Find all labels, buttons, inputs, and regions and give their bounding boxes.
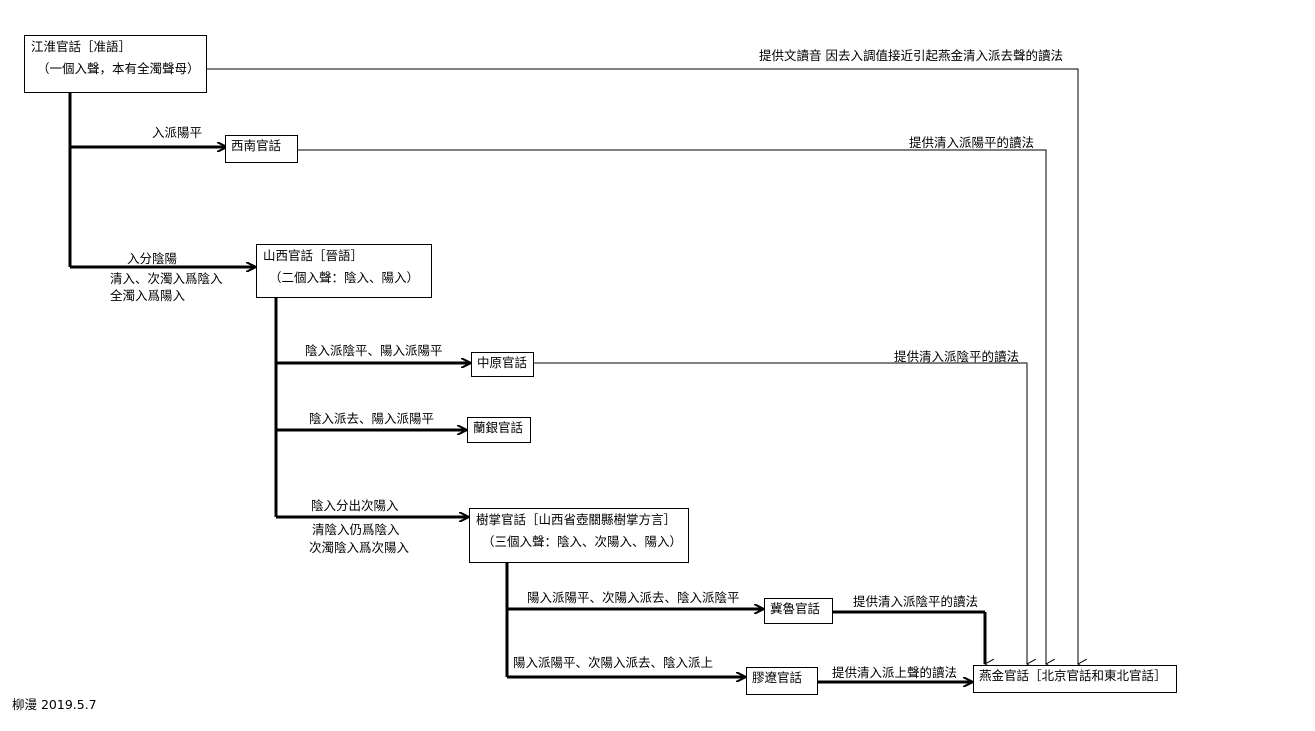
edge-label-zhongyuan-to-yanjin: 提供清入派陰平的讀法 [894, 349, 1020, 364]
edge-label-to-jilu: 陽入派陽平、次陽入派去、陰入派陰平 [527, 590, 740, 605]
arrow-xinan-to-yanjin [297, 149, 1046, 664]
node-shuzhang-sub: （三個入聲：陰入、次陽入、陽入） [482, 534, 683, 549]
node-jianghuai-sub: （一個入聲，本有全濁聲母） [37, 61, 200, 76]
edge-label-to-shanxi-1: 入分陰陽 [127, 251, 178, 266]
node-zhongyuan: 中原官話 [471, 352, 534, 377]
edge-label-to-jiaoliao: 陽入派陽平、次陽入派去、陰入派上 [513, 655, 714, 670]
edge-label-to-zhongyuan: 陰入派陰平、陽入派陽平 [305, 343, 443, 358]
edge-label-jilu-to-yanjin: 提供清入派陰平的讀法 [853, 594, 979, 609]
node-jiaoliao-title: 膠遼官話 [752, 670, 803, 685]
edge-label-to-shuzhang-1: 陰入分出次陽入 [311, 498, 399, 513]
edge-label-to-shanxi-2: 清入、次濁入爲陰入 [110, 271, 223, 286]
edge-label-to-shuzhang-3: 次濁陰入爲次陽入 [309, 540, 410, 555]
node-shuzhang-title: 樹掌官話［山西省壺關縣樹掌方言］ [476, 512, 677, 527]
edge-label-to-shanxi-3: 全濁入爲陽入 [110, 288, 186, 303]
node-yanjin-title: 燕金官話［北京官話和東北官話］ [979, 668, 1167, 683]
node-shanxi-sub: （二個入聲：陰入、陽入） [269, 270, 420, 285]
node-jianghuai: 江淮官話［准語］ （一個入聲，本有全濁聲母） [24, 35, 207, 93]
edge-label-xinan-to-yanjin: 提供清入派陽平的讀法 [909, 135, 1035, 150]
edge-label-to-lanyin: 陰入派去、陽入派陽平 [309, 411, 435, 426]
node-yanjin: 燕金官話［北京官話和東北官話］ [973, 665, 1177, 693]
node-jianghuai-title: 江淮官話［准語］ [31, 39, 132, 54]
arrow-zhongyuan-to-yanjin [533, 362, 1027, 664]
edge-label-to-xinan: 入派陽平 [152, 125, 203, 140]
node-xinan: 西南官話 [225, 135, 298, 163]
node-shuzhang: 樹掌官話［山西省壺關縣樹掌方言］ （三個入聲：陰入、次陽入、陽入） [469, 508, 689, 563]
author-credit: 柳漫 2019.5.7 [12, 697, 97, 712]
node-zhongyuan-title: 中原官話 [477, 355, 528, 370]
node-xinan-title: 西南官話 [231, 138, 282, 153]
edge-label-to-shuzhang-2: 清陰入仍爲陰入 [312, 522, 400, 537]
node-jiaoliao: 膠遼官話 [746, 667, 818, 695]
node-jilu-title: 冀魯官話 [770, 601, 821, 616]
node-lanyin: 蘭銀官話 [467, 417, 531, 443]
node-jilu: 冀魯官話 [764, 598, 833, 624]
edge-label-jianghuai-to-yanjin: 提供文讀音 因去入調值接近引起燕金清入派去聲的讀法 [759, 48, 1063, 63]
edge-label-jiaoliao-to-yanjin: 提供清入派上聲的讀法 [832, 665, 958, 680]
arrow-jianghuai-to-yanjin [206, 68, 1078, 664]
node-shanxi: 山西官話［晉語］ （二個入聲：陰入、陽入） [256, 244, 432, 298]
node-lanyin-title: 蘭銀官話 [473, 420, 524, 435]
node-shanxi-title: 山西官話［晉語］ [263, 248, 364, 263]
